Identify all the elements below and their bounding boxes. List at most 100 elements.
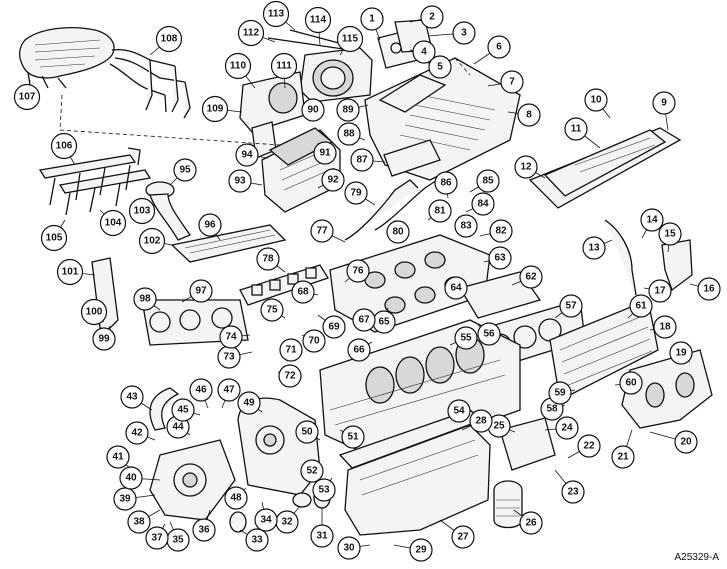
callout-number: 86 <box>440 178 452 189</box>
callout-31: 31 <box>310 524 334 548</box>
callout-80: 80 <box>386 220 410 244</box>
callout-number: 10 <box>590 95 602 106</box>
callout-number: 111 <box>276 61 292 72</box>
callout-number: 24 <box>561 423 573 434</box>
callout-30: 30 <box>337 536 361 560</box>
callout-circle <box>260 298 284 322</box>
gasket-ports <box>251 267 317 296</box>
callout-59: 59 <box>548 381 572 405</box>
callout-circle <box>301 98 325 122</box>
callout-circle <box>444 276 468 300</box>
callout-111: 111 <box>270 52 298 80</box>
callout-circle <box>347 338 371 362</box>
callout-number: 113 <box>268 9 285 20</box>
callout-circle <box>341 425 365 449</box>
callout-number: 22 <box>583 441 595 452</box>
callout-number: 102 <box>144 236 161 247</box>
callout-78: 78 <box>256 247 280 271</box>
callout-20: 20 <box>674 430 698 454</box>
callout-number: 75 <box>266 305 278 316</box>
callout-number: 45 <box>177 405 189 416</box>
callout-number: 64 <box>450 283 462 294</box>
callout-number: 63 <box>494 253 506 264</box>
callout-circle <box>514 155 538 179</box>
callout-circle <box>321 168 345 192</box>
callout-number: 6 <box>496 42 502 53</box>
callout-34: 34 <box>254 508 278 532</box>
callout-number: 19 <box>675 348 687 359</box>
callout-86: 86 <box>434 171 458 195</box>
callout-64: 64 <box>444 276 468 300</box>
callout-number: 40 <box>125 473 137 484</box>
callout-23: 23 <box>561 480 585 504</box>
callout-circle <box>611 445 635 469</box>
callout-45: 45 <box>171 398 195 422</box>
callout-number: 58 <box>546 404 558 415</box>
callout-110: 110 <box>224 52 252 80</box>
callout-circle <box>336 25 364 53</box>
callout-circle <box>92 327 116 351</box>
engine-bracket <box>458 271 542 319</box>
callout-95: 95 <box>173 158 197 182</box>
callout-10: 10 <box>584 88 608 112</box>
callout-circle <box>434 171 458 195</box>
callout-number: 60 <box>625 378 637 389</box>
callout-67: 67 <box>352 308 376 332</box>
callout-69: 69 <box>322 315 346 339</box>
callout-circle <box>133 287 157 311</box>
callout-35: 35 <box>166 528 190 552</box>
callout-number: 115 <box>342 34 359 45</box>
callout-number: 88 <box>343 129 355 140</box>
callout-48: 48 <box>224 486 248 510</box>
callout-number: 35 <box>172 535 184 546</box>
callout-101: 101 <box>56 258 84 286</box>
heater-tubes <box>344 177 441 241</box>
callout-number: 71 <box>285 345 297 356</box>
callout-number: 57 <box>565 301 577 312</box>
callout-circle <box>113 487 137 511</box>
callout-circle <box>310 524 334 548</box>
callout-number: 85 <box>482 176 494 187</box>
callout-number: 108 <box>161 34 178 45</box>
callout-17: 17 <box>648 279 672 303</box>
callout-number: 100 <box>86 307 103 318</box>
callout-11: 11 <box>564 117 588 141</box>
callout-circle <box>270 52 298 80</box>
callout-number: 11 <box>571 124 582 135</box>
callout-47: 47 <box>217 378 241 402</box>
callout-53: 53 <box>312 478 336 502</box>
callout-circle <box>658 222 682 246</box>
callout-number: 39 <box>119 494 131 505</box>
callout-number: 37 <box>151 533 163 544</box>
callout-number: 1 <box>369 14 375 25</box>
callout-circle <box>428 199 452 223</box>
figure-code: A25329-A <box>674 552 719 563</box>
callout-circle <box>412 40 436 64</box>
callout-92: 92 <box>321 168 345 192</box>
callout-number: 84 <box>477 199 489 210</box>
callout-98: 98 <box>133 287 157 311</box>
callout-84: 84 <box>471 192 495 216</box>
callout-number: 20 <box>680 437 692 448</box>
callout-number: 72 <box>284 371 296 382</box>
callout-circle <box>145 526 169 550</box>
callout-circle <box>619 371 643 395</box>
callout-number: 90 <box>307 105 319 116</box>
callout-72: 72 <box>278 364 302 388</box>
callout-circle <box>420 5 444 29</box>
callout-number: 109 <box>207 104 224 115</box>
callout-71: 71 <box>279 338 303 362</box>
callout-24: 24 <box>555 416 579 440</box>
callout-circle <box>106 445 130 469</box>
callout-circle <box>559 294 583 318</box>
callout-circle <box>337 536 361 560</box>
callout-85: 85 <box>476 169 500 193</box>
callout-93: 93 <box>228 169 252 193</box>
callout-circle <box>304 6 332 34</box>
callout-114: 114 <box>304 6 332 34</box>
callout-number: 38 <box>133 517 145 528</box>
callout-circle <box>295 420 319 444</box>
callout-number: 43 <box>126 392 138 403</box>
callout-104: 104 <box>99 209 127 237</box>
upper-intake-gasket <box>383 139 441 177</box>
